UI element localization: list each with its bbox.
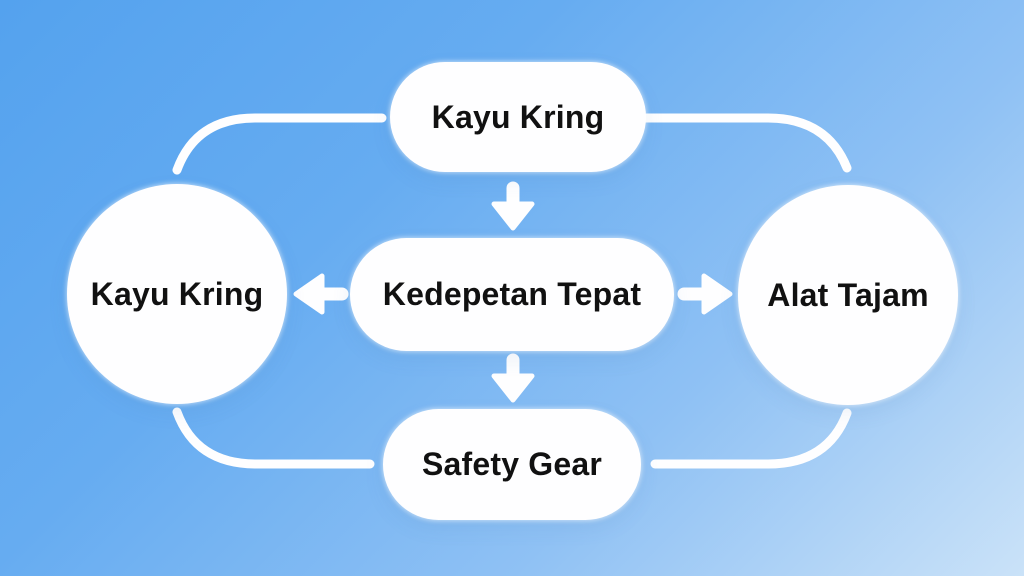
node-bottom-label: Safety Gear <box>421 446 603 482</box>
node-bottom: Safety Gear <box>383 409 641 520</box>
node-center: Kedepetan Tepat <box>350 238 674 351</box>
node-right: Alat Tajam <box>738 185 958 405</box>
node-left: Kayu Kring <box>67 184 287 404</box>
arrow-down-icon <box>491 353 535 403</box>
node-top: Kayu Kring <box>390 62 646 172</box>
arrow-right-icon <box>677 273 733 315</box>
node-top-label: Kayu Kring <box>431 98 605 135</box>
node-right-label: Alat Tajam <box>767 276 929 313</box>
connector-bottom-to-left <box>172 407 375 469</box>
node-center-label: Kedepetan Tepat <box>382 276 642 312</box>
arrow-left-icon <box>293 273 349 315</box>
connector-bottom-to-right <box>650 408 852 469</box>
connector-top-to-right <box>638 113 852 173</box>
node-left-label: Kayu Kring <box>90 275 264 312</box>
arrow-down-icon <box>491 181 535 231</box>
connector-top-to-left <box>172 113 387 175</box>
